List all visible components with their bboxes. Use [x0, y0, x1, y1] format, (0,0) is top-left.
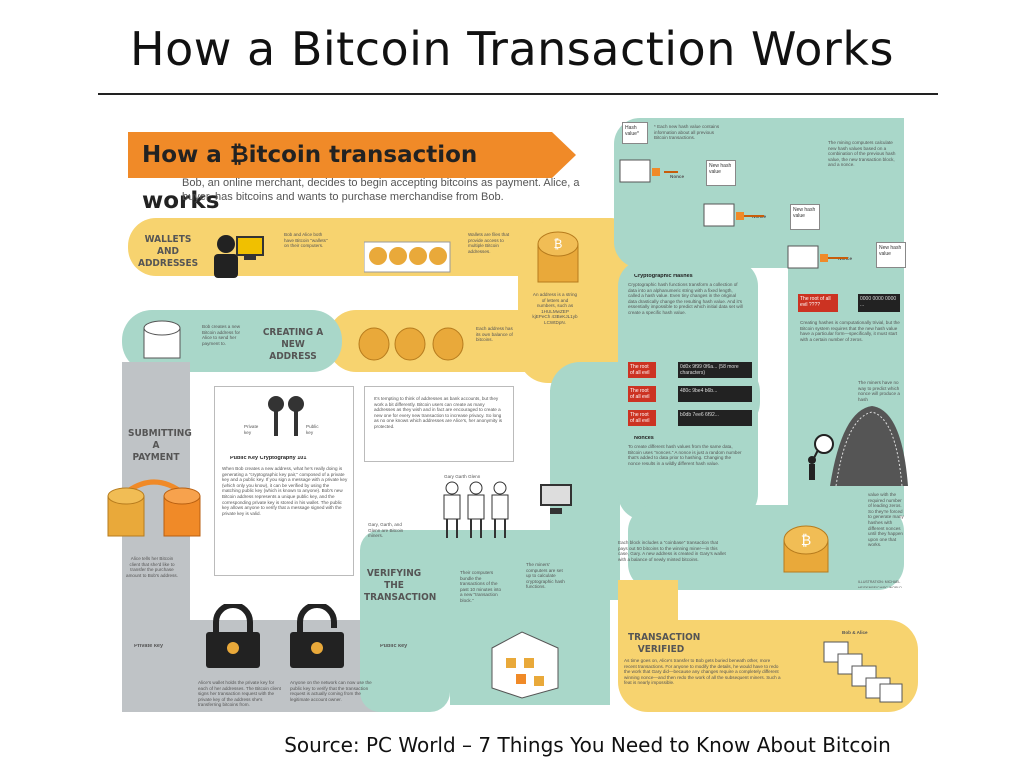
nonce-body: To create different hash values from the…	[628, 444, 742, 466]
miners-icon	[443, 481, 509, 538]
band-verified-top	[618, 580, 678, 660]
tempting-note: It's tempting to think of addresses as b…	[374, 396, 503, 429]
searching-miner-icon	[808, 434, 834, 480]
hash-body: Cryptographic hash functions transform a…	[628, 282, 743, 315]
hash-title: Cryptographic Hashes	[634, 274, 693, 279]
root-query-box: The root of all evil ????	[798, 294, 838, 312]
creating-note-b: Each address has its own balance of bitc…	[476, 326, 513, 343]
hash-root-1: The root of all evil	[628, 362, 656, 378]
miner-computer-icon	[540, 484, 572, 514]
stage-submitting-label: SUBMITTING A PAYMENT	[128, 428, 192, 463]
pk-private-key-label: Private key	[244, 424, 259, 435]
value-with-note: value with the required number of leadin…	[868, 492, 904, 548]
keys-icon	[268, 396, 304, 436]
infographic-title: How a ₿itcoin transaction works	[128, 132, 576, 214]
stage-wallets-label: WALLETS AND ADDRESSES	[138, 234, 199, 269]
nonce-label-1: Nonce	[670, 174, 685, 179]
buried-blocks-icon	[823, 641, 903, 703]
wallet-files-icon	[364, 241, 451, 273]
new-hash-box-3: New hash value	[876, 242, 906, 268]
pk-crypto-box	[214, 386, 354, 576]
pk-title: Public Key Cryptography 101	[230, 456, 307, 461]
hash-value-box: Hash value*	[622, 122, 648, 144]
creating-note-a: Bob creates a new Bitcoin address for Al…	[202, 324, 241, 346]
new-address-icon	[143, 320, 181, 359]
illustration-credit: ILLUSTRATION: MICHAEL HEIDENREICH/PC WOR…	[858, 580, 902, 588]
new-hash-box-1: New hash value	[706, 160, 736, 186]
stage-creating-label: CREATING A NEW ADDRESS	[262, 327, 324, 362]
source-citation: Source: PC World – 7 Things You Need to …	[284, 733, 891, 757]
nonce-title: Nonces	[634, 436, 654, 441]
new-hash-box-2: New hash value	[790, 204, 820, 230]
lock-closed-icon	[206, 604, 260, 668]
no-way-note: The miners have no way to predict which …	[858, 380, 900, 402]
network-note: Anyone on the network can now use the pu…	[290, 680, 372, 702]
lock-open-icon	[290, 604, 344, 668]
bob-alice-label: Bob & Alice	[842, 630, 868, 635]
miners-note: Gary, Garth, and Glenn are Bitcoin miner…	[368, 522, 404, 539]
svg-text:₿: ₿	[554, 237, 563, 251]
svg-text:₿: ₿	[801, 533, 811, 549]
slide-title: How a Bitcoin Transaction Works	[130, 22, 894, 76]
creating-hashes-note: Creating hashes is computationally trivi…	[800, 320, 900, 342]
band-reward	[628, 505, 904, 590]
wallets-note-a: Bob and Alice both have Bitcoin "wallets…	[284, 232, 328, 249]
hash-value-3: b0db 7ee6 6f92...	[678, 410, 752, 426]
pk-body: When Bob creates a new address, what he'…	[222, 466, 348, 516]
infographic: How a ₿itcoin transaction works Bob, an …	[98, 100, 930, 722]
private-key-label: Private key	[134, 644, 164, 649]
address-note: An address is a string of letters and nu…	[532, 292, 578, 325]
public-key-label: Public key	[380, 644, 408, 649]
wallets-note-b: Wallets are files that provide access to…	[468, 232, 510, 254]
tempting-box	[364, 386, 514, 462]
nonce-pile-icon	[830, 406, 908, 487]
block-chain-icon	[619, 159, 848, 269]
hash-root-3: The root of all evil	[628, 410, 656, 426]
each-new-note: * Each new hash value contains informati…	[654, 124, 720, 141]
computers-note: The miners' computers are set up to calc…	[526, 562, 565, 590]
hash-value-1: 0d0x 9f99 0f6a... (58 more characters)	[678, 362, 752, 378]
bundle-note: Their computers bundle the transactions …	[460, 570, 502, 603]
address-coins-icon	[358, 327, 464, 361]
intro-text: Bob, an online merchant, decides to begi…	[182, 177, 580, 203]
title-rule	[98, 93, 938, 95]
reward-coins-icon: ₿	[783, 525, 829, 573]
hash-root-2: The root of all evil	[628, 386, 656, 402]
person-computer-icon	[214, 235, 264, 278]
zeros-box: 0000 0000 0000 ...	[858, 294, 900, 312]
pk-public-key-label: Public key	[306, 424, 319, 435]
transaction-block-icon	[491, 631, 559, 699]
mining-note: The mining computers calculate new hash …	[828, 140, 896, 168]
verified-note: As time goes on, Alice's transfer to Bob…	[624, 658, 781, 686]
wallet-bottom-note: Alice's wallet holds the private key for…	[198, 680, 281, 708]
reward-note: Each block includes a "coinbase" transac…	[618, 540, 726, 562]
coin-stack-icon: ₿	[537, 231, 579, 283]
submit-note: Alice tells her Bitcoin client that she'…	[126, 556, 178, 578]
stage-verified-label: TRANSACTION VERIFIED	[628, 632, 701, 655]
transfer-coins-icon	[107, 479, 201, 537]
path-background	[122, 118, 918, 712]
miner-names: Gary Garth Glenn	[444, 474, 481, 479]
stage-verifying-label: VERIFYING THE TRANSACTION	[364, 568, 437, 603]
hash-value-2: 480c 9be4 b6b...	[678, 386, 752, 402]
